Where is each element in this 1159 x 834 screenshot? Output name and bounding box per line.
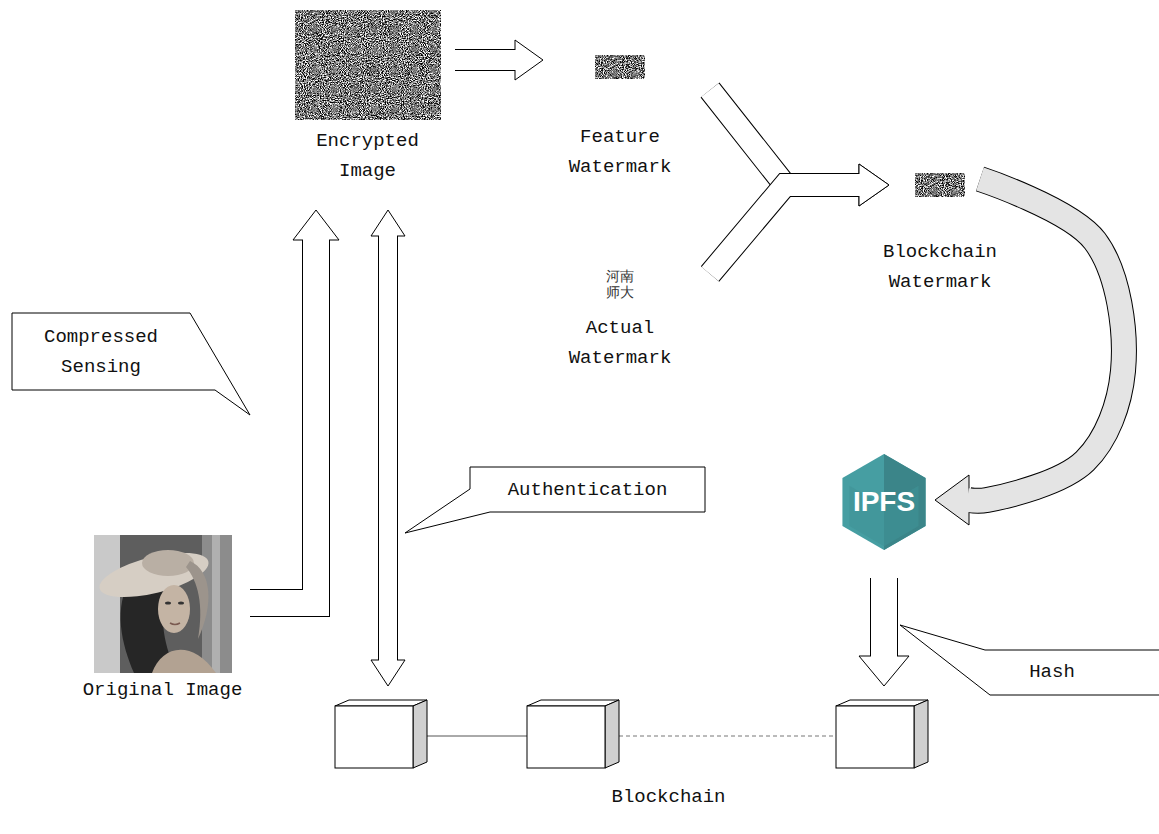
chain-link	[619, 736, 836, 737]
photo-feather	[186, 561, 208, 639]
figure-holder	[875, 171, 1005, 197]
flow-arrow	[859, 578, 909, 686]
figure-holder	[330, 698, 935, 776]
node-label: Feature Watermark	[555, 122, 685, 182]
flow-arrow	[935, 179, 1124, 525]
noise-pattern	[915, 173, 965, 197]
photo-wall	[94, 535, 120, 673]
watermark-node: Feature Watermark	[555, 53, 685, 182]
callout-text: Compressed Sensing	[22, 322, 180, 382]
callout-shape	[900, 625, 1159, 695]
callout-box: Compressed Sensing	[12, 313, 190, 390]
figure	[330, 698, 935, 776]
figure-holder	[285, 8, 450, 120]
arrow-head	[371, 660, 405, 686]
arrow-head	[859, 164, 889, 206]
flow-arrow	[710, 164, 889, 274]
node-label: Original Image	[80, 675, 245, 705]
watermark-node: Blockchain Watermark	[875, 171, 1005, 297]
photo-hat-crown	[142, 550, 194, 576]
blockchain-node: Blockchain	[330, 698, 935, 812]
arrow-head	[859, 164, 889, 206]
figure	[94, 535, 232, 673]
flow-arrow	[371, 210, 405, 686]
callout-shape	[405, 467, 705, 533]
photo-wall	[212, 535, 220, 673]
photo-eye	[165, 601, 171, 604]
image-node: Original Image	[80, 533, 245, 705]
flow-arrow	[455, 40, 543, 80]
noise-pattern	[595, 55, 645, 79]
arrow-head	[859, 656, 909, 686]
node-label: Blockchain Watermark	[875, 237, 1005, 297]
chain-link	[427, 736, 527, 737]
callout-box: Authentication	[470, 467, 705, 512]
hexagon-shape	[842, 454, 925, 550]
arrow-head	[935, 475, 969, 525]
callout-text: Authentication	[508, 475, 668, 505]
node-label: Blockchain	[330, 782, 935, 812]
photo-shoulder	[152, 650, 216, 673]
block-top	[527, 700, 619, 706]
figure	[595, 55, 645, 79]
node-label: Encrypted Image	[285, 126, 450, 186]
block-top	[335, 700, 427, 706]
photo-mouth	[170, 623, 180, 625]
callout-text: Hash	[1029, 657, 1075, 687]
arrow-head	[293, 210, 339, 240]
block-top	[836, 700, 928, 706]
watermark-node: 河南 师大 Actual Watermark	[555, 266, 685, 373]
figure	[295, 10, 441, 120]
figure-holder	[555, 53, 685, 79]
arrow-body	[871, 578, 897, 658]
callout-outline	[12, 313, 190, 390]
photo-face	[158, 585, 190, 633]
hexagon-face	[849, 486, 918, 546]
node-label: Actual Watermark	[555, 313, 685, 373]
photo-ground	[94, 535, 232, 673]
watermark-text: 河南 师大	[603, 268, 637, 300]
image-node: Encrypted Image	[285, 8, 450, 186]
block-front	[335, 706, 413, 768]
arrow-body	[250, 238, 316, 603]
callout-shape	[12, 313, 250, 415]
photo-eye	[178, 601, 184, 604]
noise-pattern	[295, 10, 441, 120]
figure-holder	[80, 533, 245, 673]
block-side	[413, 700, 427, 768]
block-front	[527, 706, 605, 768]
arrow-head	[515, 40, 543, 80]
figure	[915, 173, 965, 197]
arrow-body	[379, 234, 397, 662]
arrow-head	[371, 210, 405, 236]
callout-box: Hash	[985, 648, 1159, 696]
block-front	[836, 706, 914, 768]
block-side	[605, 700, 619, 768]
arrow-body	[710, 185, 861, 274]
ipfs-logo: IPFS	[836, 452, 932, 552]
blockchain-figure	[335, 700, 928, 768]
block-side	[914, 700, 928, 768]
photo-figure	[94, 535, 232, 673]
flow-arrow	[250, 210, 339, 603]
arrow-body	[455, 50, 517, 70]
arrow-body	[710, 90, 861, 185]
arrow-body	[967, 179, 1124, 501]
logo-text: IPFS	[853, 486, 915, 518]
